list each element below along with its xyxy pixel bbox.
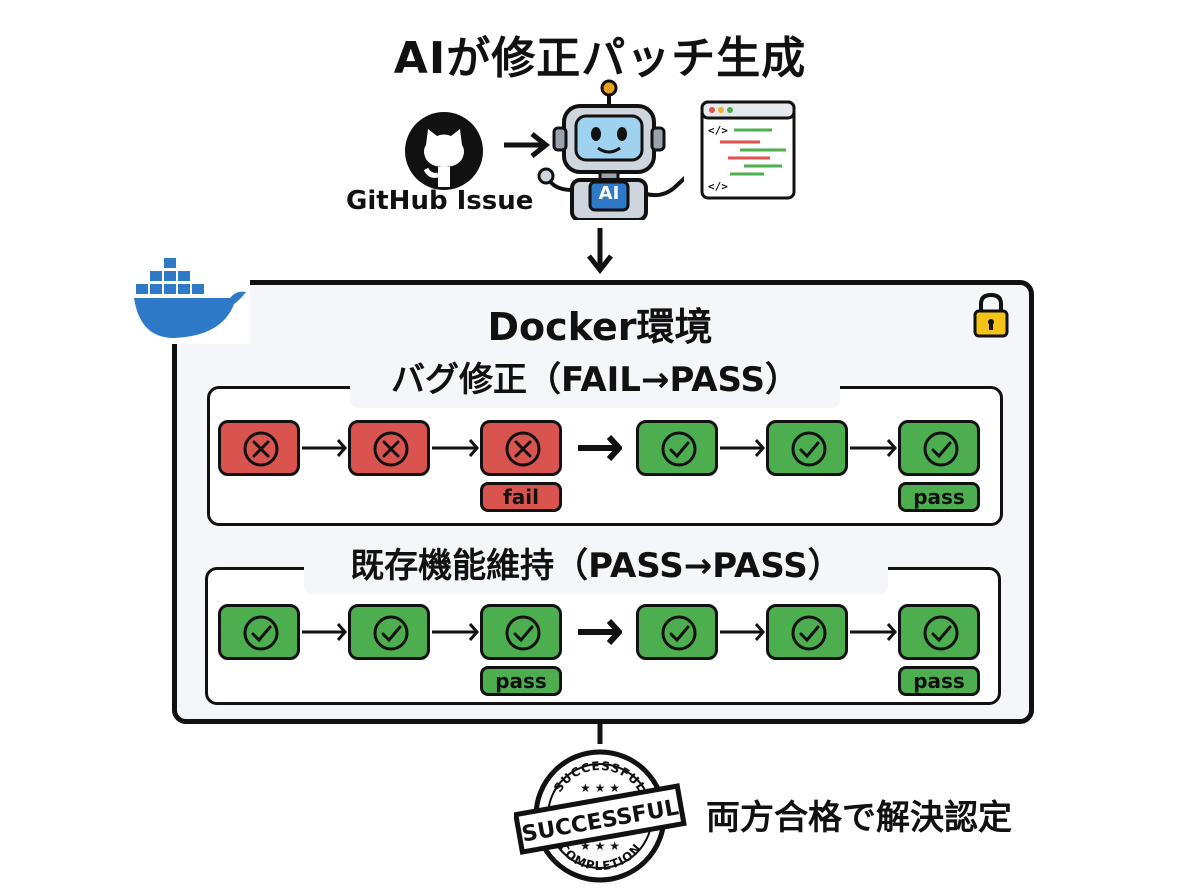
step-arrow-icon [432,439,479,457]
check-circle-icon [791,615,827,651]
docker-environment-title: Docker環境 [487,305,713,349]
test-pass-box [636,604,718,660]
test-pass-box [218,604,300,660]
result-text: 両方合格で解決認定 [706,798,1012,838]
check-circle-icon [373,615,409,651]
pass-badge: pass [480,666,562,696]
robot-ai-badge: AI [598,183,620,204]
step-arrow-icon [720,439,765,457]
arrow-down-icon [587,228,613,274]
page-title: AIが修正パッチ生成 [393,33,807,84]
step-arrow-icon [720,623,765,641]
code-window-icon: </> </> [700,100,796,200]
check-circle-icon [923,431,959,467]
x-circle-icon [505,431,541,467]
github-issue-label: GitHub Issue [346,186,534,216]
svg-text:</>: </> [708,180,728,193]
test-pass-box [480,604,562,660]
check-circle-icon [661,431,697,467]
transition-arrow-icon [578,434,622,462]
check-circle-icon [923,615,959,651]
successful-stamp-icon: SUCCESSFUL COMPLETION ★ ★ ★ ★ ★ ★ SUCCES… [514,720,687,883]
pass-badge: pass [898,666,980,696]
svg-text:</>: </> [708,124,728,137]
robot-icon [537,79,684,220]
x-circle-icon [243,431,279,467]
test-fail-box [218,420,300,476]
transition-arrow-icon [578,618,622,646]
check-circle-icon [791,431,827,467]
step-arrow-icon [302,623,347,641]
svg-text:★ ★ ★: ★ ★ ★ [580,781,620,795]
test-fail-box [480,420,562,476]
test-pass-box [348,604,430,660]
step-arrow-icon [302,439,347,457]
test-fail-box [348,420,430,476]
pass-badge: pass [898,482,980,512]
step-arrow-icon [432,623,479,641]
docker-whale-icon [130,254,250,344]
test-pass-box [766,604,848,660]
bug-fix-title: バグ修正（FAIL→PASS） [350,352,840,408]
arrow-right-icon [504,132,551,158]
check-circle-icon [661,615,697,651]
check-circle-icon [243,615,279,651]
test-pass-box [898,604,980,660]
fail-badge: fail [480,482,562,512]
test-pass-box [766,420,848,476]
check-circle-icon [505,615,541,651]
regression-title: 既存機能維持（PASS→PASS） [304,538,888,594]
test-pass-box [898,420,980,476]
x-circle-icon [373,431,409,467]
padlock-icon [973,292,1009,338]
step-arrow-icon [850,439,897,457]
step-arrow-icon [850,623,897,641]
github-octocat-icon [405,112,483,190]
test-pass-box [636,420,718,476]
